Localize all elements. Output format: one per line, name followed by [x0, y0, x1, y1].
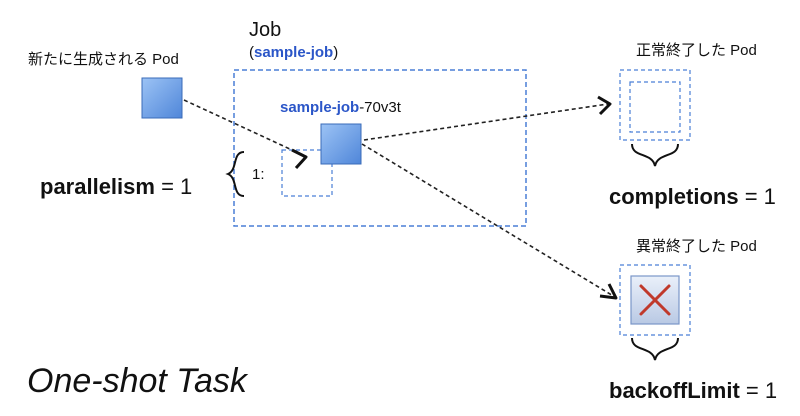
job-paren-close: ): [333, 44, 339, 61]
arrow-to-failed: [361, 143, 616, 298]
parallelism-key: parallelism: [40, 174, 155, 199]
fail-x-icon: [639, 284, 671, 316]
completions-brace: [631, 143, 679, 167]
job-name: sample-job: [254, 44, 334, 61]
running-pod-square: [320, 123, 362, 165]
backofflimit-key: backoffLimit: [609, 378, 740, 403]
completions-value: = 1: [738, 184, 776, 209]
new-pod-square: [141, 77, 183, 119]
job-paren-open: (: [249, 44, 254, 61]
running-pod-name-prefix: sample-job: [280, 99, 360, 116]
slot-label: 1:: [252, 166, 265, 183]
parallel-slot-box: [281, 149, 333, 197]
completed-pod-label: 正常終了した Pod: [636, 42, 757, 59]
task-title: One-shot Task: [27, 362, 247, 400]
arrow-to-completed: [363, 103, 609, 141]
arrow-new-to-slot: [183, 99, 306, 157]
completed-outer-box: [619, 69, 691, 141]
job-name-line: (sample-job): [249, 45, 338, 60]
completions-key: completions: [609, 184, 739, 209]
failed-outer-box: [619, 264, 691, 336]
parallelism-value: = 1: [154, 174, 193, 199]
completions-param: completions = 1: [609, 186, 776, 208]
completed-inner-box: [629, 81, 681, 133]
backofflimit-brace: [631, 337, 679, 361]
backofflimit-value: = 1: [739, 378, 778, 403]
parallelism-param: parallelism = 1: [40, 176, 192, 198]
job-title: Job: [249, 19, 282, 41]
job-container-box: [233, 69, 527, 227]
failed-pod-label: 異常終了した Pod: [636, 238, 757, 255]
running-pod-name-suffix: -70v3t: [359, 99, 401, 116]
new-pod-label: 新たに生成される Pod: [28, 51, 179, 68]
backofflimit-param: backoffLimit = 1: [609, 380, 777, 402]
parallelism-brace: [225, 151, 245, 197]
running-pod-name: sample-job-70v3t: [280, 100, 401, 115]
